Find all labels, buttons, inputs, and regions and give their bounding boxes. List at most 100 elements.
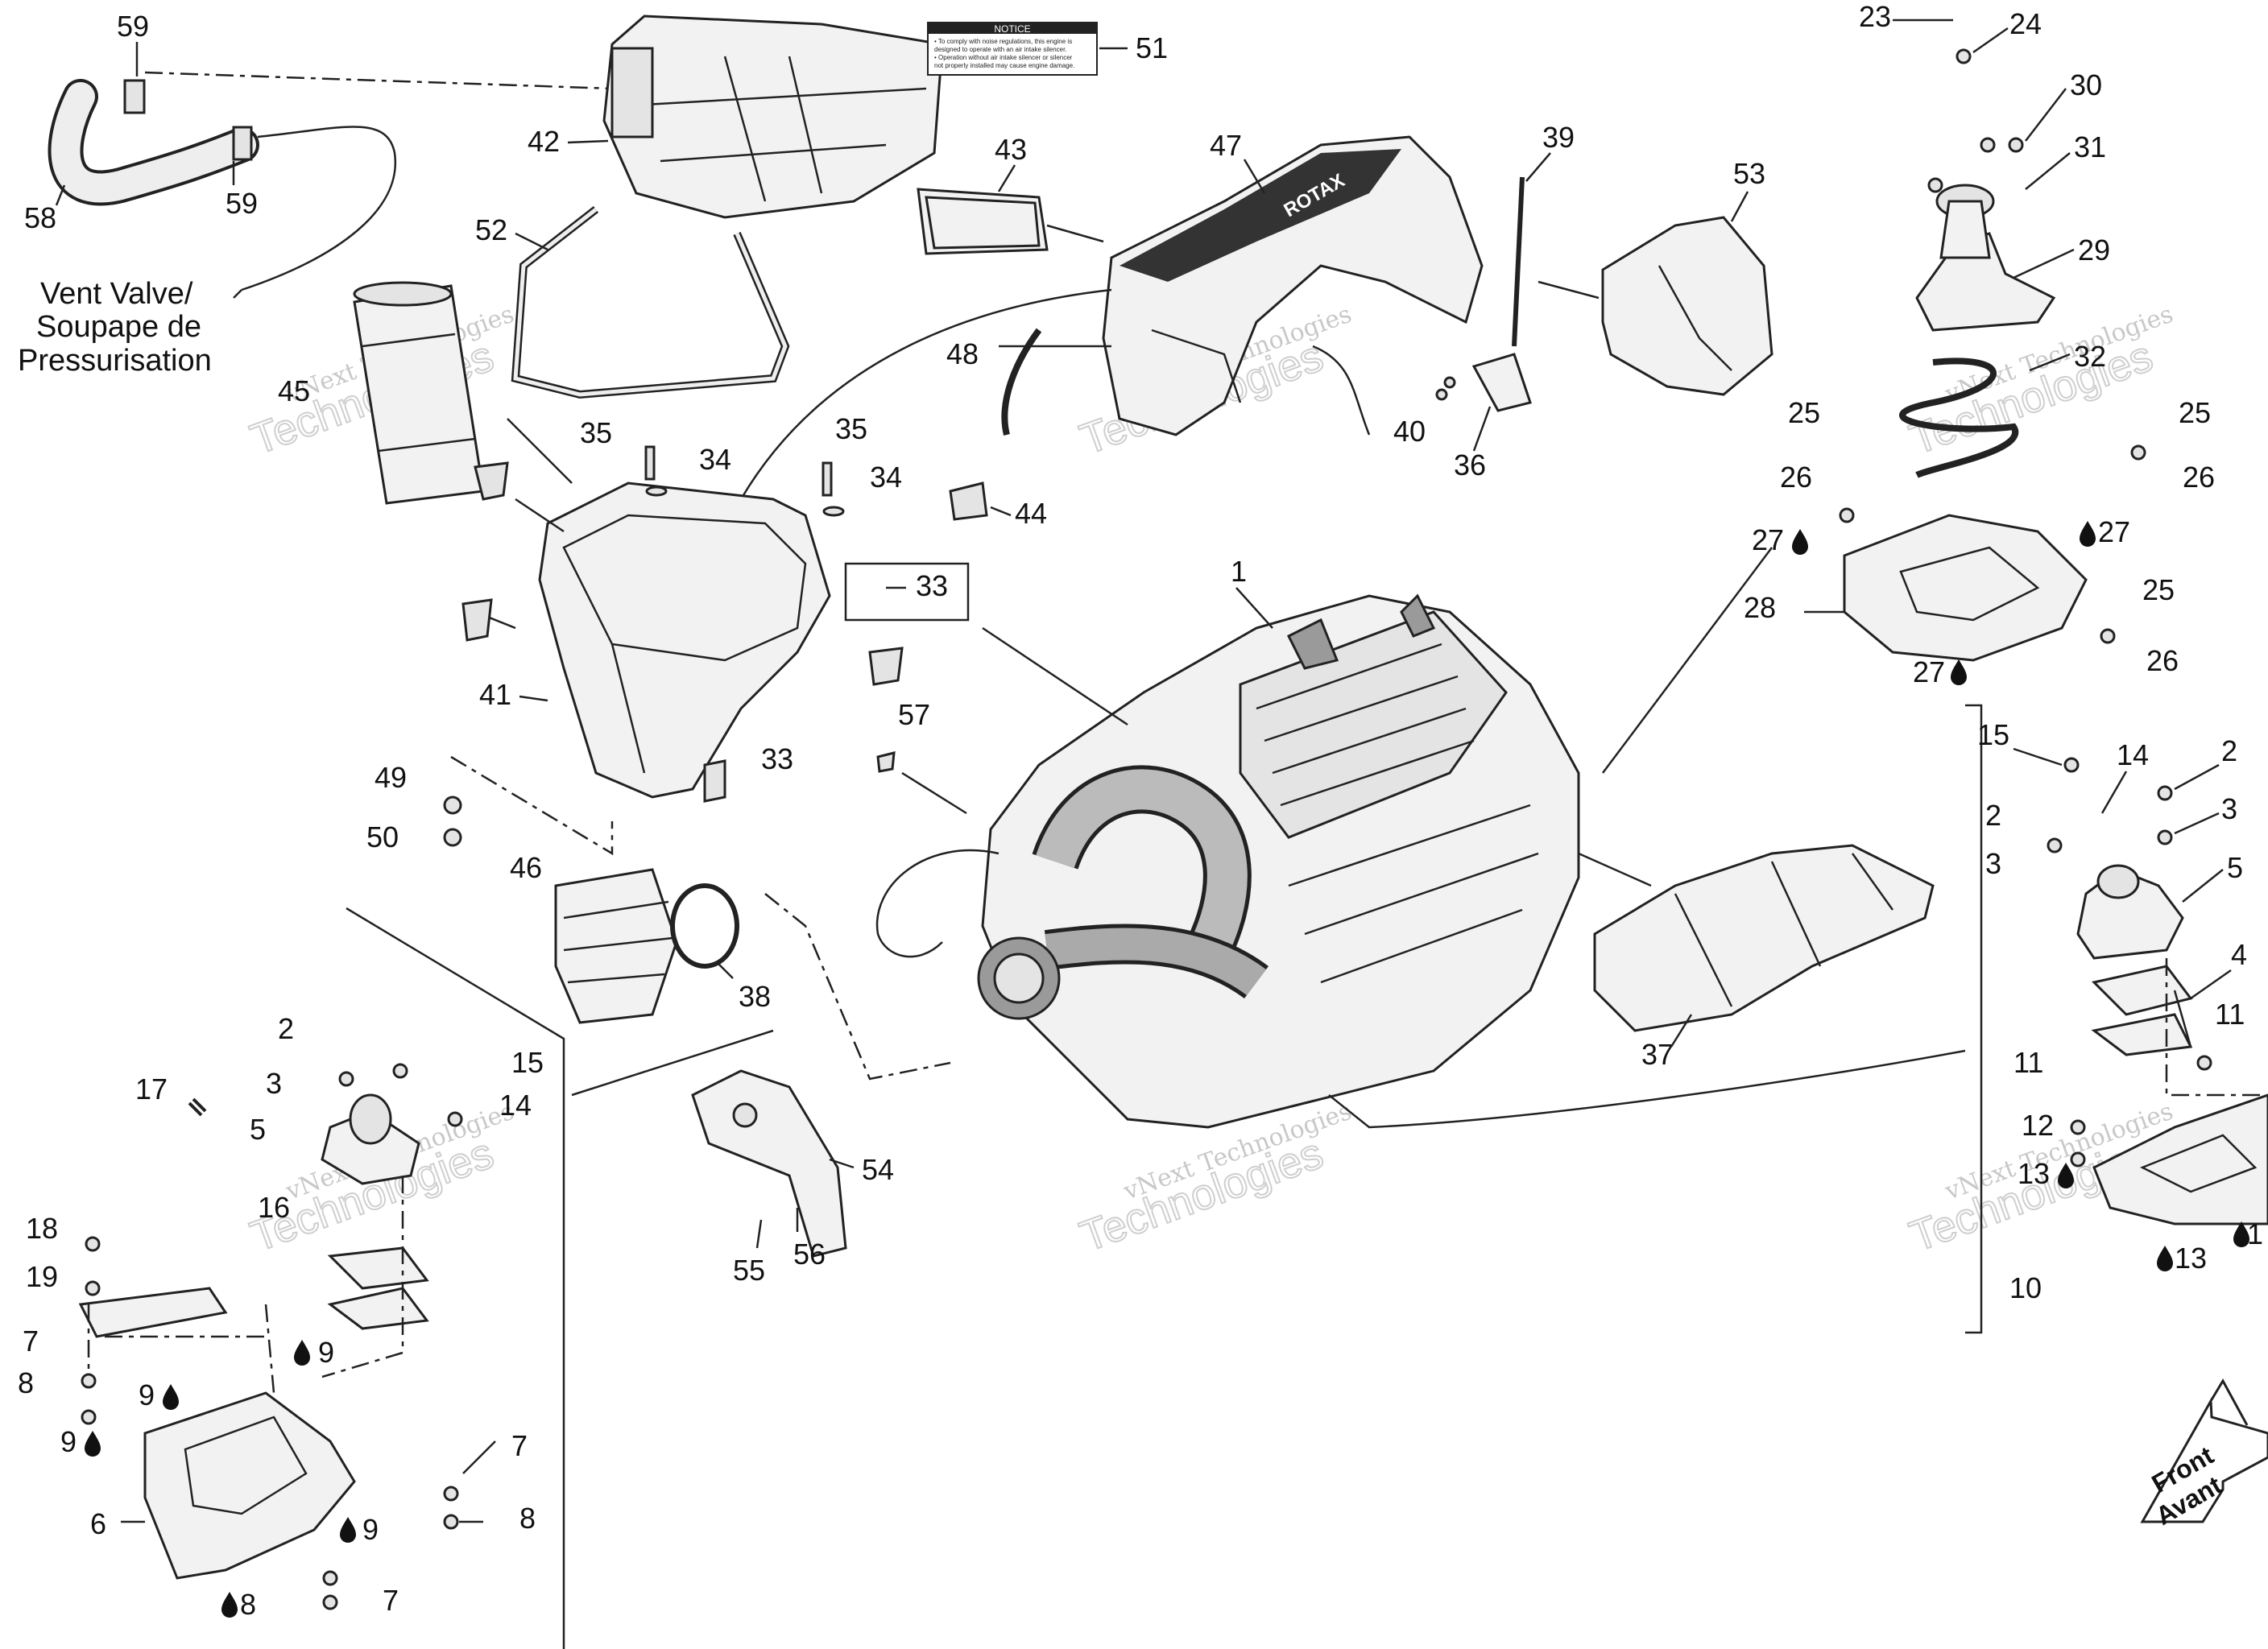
callout-40: 40 [1393,415,1426,448]
callout-52: 52 [475,213,507,246]
callout-48: 48 [946,337,979,370]
front-direction-arrow: Front Avant [2140,1378,2268,1531]
callout-54: 54 [862,1153,894,1186]
gasket-part [917,188,1049,255]
engine-cover-part: ROTAX [1102,135,1484,436]
callout-28: 28 [1744,591,1776,624]
callout-59: 59 [117,10,149,43]
callout-18: 18 [26,1212,58,1245]
callout-26: 26 [2183,461,2215,494]
callout-34: 34 [699,443,731,476]
callout-2: 2 [278,1012,294,1045]
section-divider [346,907,565,1649]
callout-51: 51 [1136,31,1168,64]
notice-line: • Operation without air intake silencer … [934,54,1073,61]
fasteners-group [461,445,988,803]
notice-line: designed to operate with an air intake s… [934,46,1067,53]
callout-9: 9 [318,1336,334,1369]
notice-title: NOTICE [994,23,1030,35]
callout-3: 3 [2221,792,2237,825]
callout-32: 32 [2074,340,2106,373]
callout-35: 35 [835,412,867,445]
callout-27: 27 [2098,515,2130,548]
callout-59: 59 [226,187,258,220]
callout-10: 10 [2009,1271,2042,1304]
callout-1: 1 [1231,555,1247,588]
callout-11: 11 [2215,998,2245,1031]
callout-30: 30 [2070,68,2102,101]
callout-35: 35 [580,416,612,449]
vent-valve-label: Soupape de [36,310,201,344]
callout-9: 8 [240,1588,256,1621]
callout-36: 36 [1454,448,1486,481]
callout-57: 57 [898,698,930,731]
callout-5: 5 [2227,851,2243,884]
grommet-part [876,751,896,773]
callout-6: 6 [90,1507,106,1540]
engine-mount-right-bottom-part [2047,757,2268,1225]
callout-53: 53 [1733,157,1765,190]
callout-27: 27 [1752,523,1784,556]
bracket-part [1435,353,1532,412]
sensor-wire-part [1001,328,1042,436]
callout-8: 8 [519,1502,536,1535]
dipstick-part [1512,176,1525,347]
callout-1: 1 [2247,1217,2263,1250]
notice-line: • To comply with noise regulations, this… [934,38,1072,45]
callout-27: 27 [1913,655,1945,688]
callout-2: 2 [2221,734,2237,767]
callout-7: 7 [511,1429,528,1462]
callout-26: 26 [1780,461,1812,494]
callout-47: 47 [1210,129,1242,162]
callout-55: 55 [733,1254,765,1287]
callout-14: 14 [2117,738,2149,771]
vent-hose-assembly [48,79,397,299]
callout-19: 19 [26,1260,58,1293]
engine-block-part [875,593,1580,1129]
callout-24: 24 [2009,7,2042,40]
callout-23: 23 [1859,0,1891,33]
callout-34: 34 [870,461,902,494]
callout-49: 49 [375,761,407,794]
strap-part [511,206,790,399]
callout-46: 46 [510,851,542,884]
callout-25: 25 [2142,573,2175,606]
callout-33: 33 [916,569,948,602]
callout-7: 7 [23,1325,39,1358]
callout-9: 9 [139,1378,155,1411]
callout-4: 4 [2231,938,2247,971]
callout-33: 33 [761,742,793,775]
callout-9: 9 [60,1425,77,1458]
heat-shield-part [691,1069,847,1258]
callout-17: 17 [135,1072,168,1106]
engine-mount-left-part [78,1063,463,1610]
callout-11: 11 [2013,1046,2043,1079]
callout-37: 37 [1641,1038,1674,1071]
callout-13: 13 [2018,1157,2050,1190]
callout-56: 56 [793,1238,826,1271]
callout-15: 15 [511,1046,544,1079]
callout-15: 15 [1977,718,2009,751]
engine-mount-right-top-part [1839,48,2146,662]
callout-3: 3 [1985,847,2001,880]
notice-decal: NOTICE • To comply with noise regulation… [927,22,1098,76]
callout-14: 14 [499,1089,532,1122]
callout-29: 29 [2078,234,2110,267]
callout-42: 42 [528,125,560,158]
callout-41: 41 [479,678,511,711]
notice-line: not properly installed may cause engine … [934,62,1074,69]
intake-bellows-part [554,868,739,1024]
callout-box-33 [844,562,970,622]
callout-58: 58 [24,201,56,234]
washer-part [443,828,462,847]
callout-26: 26 [2146,644,2179,677]
watermark: Technologies [1074,1129,1330,1261]
callout-38: 38 [739,980,771,1013]
callout-9: 9 [362,1513,379,1546]
callout-45: 45 [278,374,310,407]
callout-25: 25 [2179,396,2211,429]
manifold-cover-part [1593,844,1935,1032]
callout-50: 50 [366,820,399,853]
callout-25: 25 [1788,396,1820,429]
